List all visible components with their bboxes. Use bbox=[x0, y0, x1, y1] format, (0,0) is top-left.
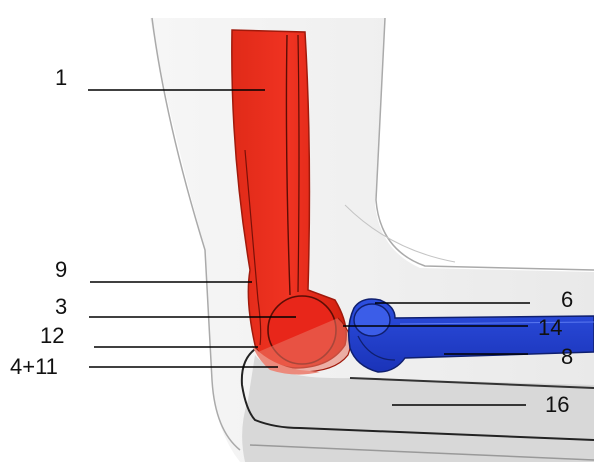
label-14: 14 bbox=[538, 317, 562, 339]
label-8: 8 bbox=[561, 346, 573, 368]
label-3: 3 bbox=[55, 296, 67, 318]
label-4-11: 4+11 bbox=[10, 356, 58, 378]
label-9: 9 bbox=[55, 259, 67, 281]
label-16: 16 bbox=[545, 394, 569, 416]
label-6: 6 bbox=[561, 289, 573, 311]
label-1: 1 bbox=[55, 67, 67, 89]
label-12: 12 bbox=[40, 325, 64, 347]
